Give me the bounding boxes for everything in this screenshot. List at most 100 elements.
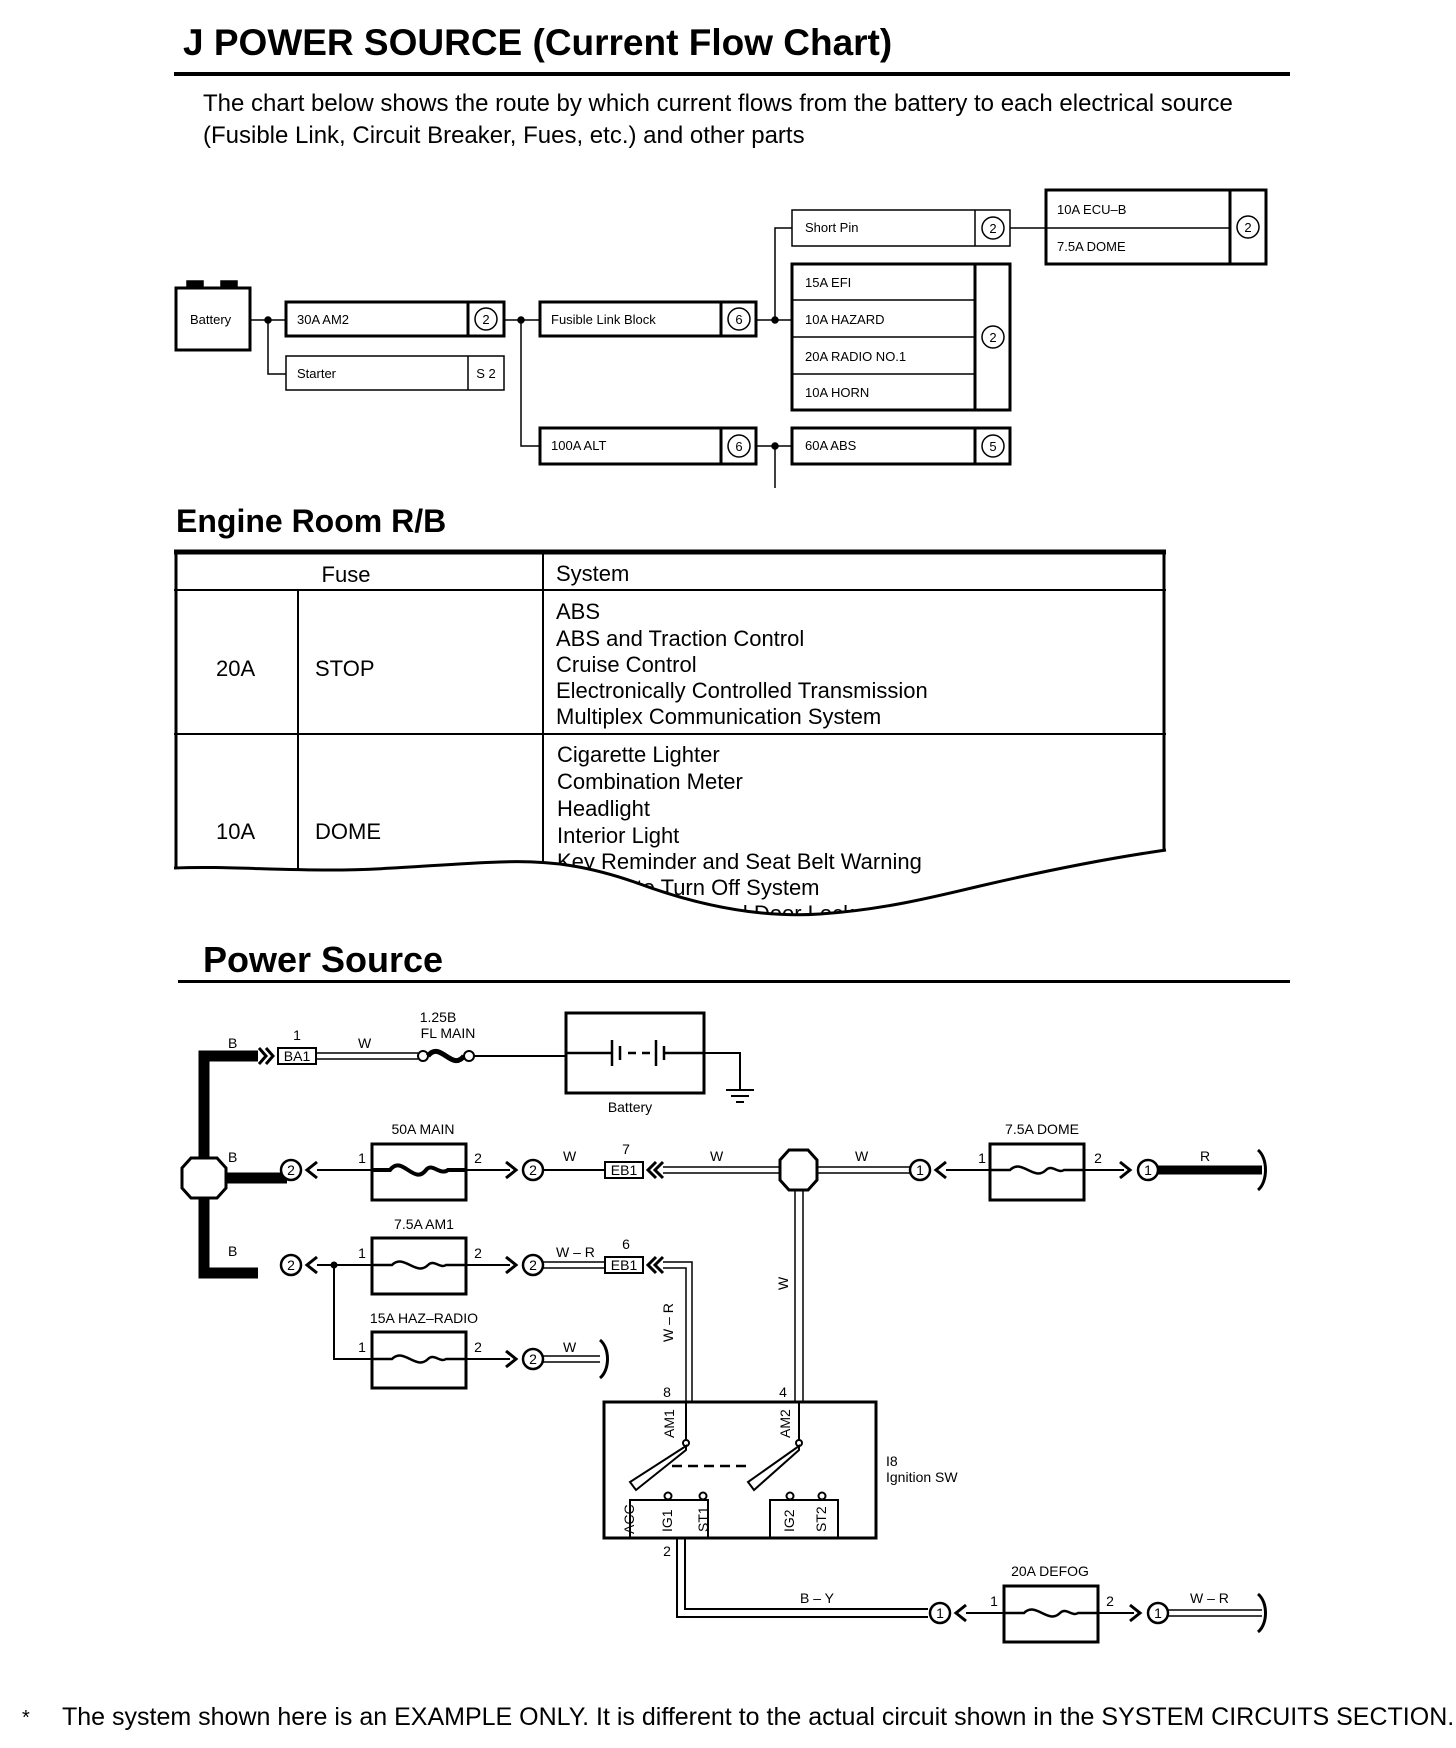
wire-w-flmain xyxy=(316,1052,418,1060)
pin-ign-2: 2 xyxy=(663,1543,671,1559)
table-header-system: System xyxy=(556,561,629,586)
num-conn-2-main-left: 2 xyxy=(287,1162,295,1178)
ecu-group-badge-circle xyxy=(1236,215,1260,239)
pin-haz-2: 2 xyxy=(474,1339,482,1355)
label-flmain: FL MAIN xyxy=(421,1025,476,1041)
pin-dome-1: 1 xyxy=(978,1150,986,1166)
label-b-top: B xyxy=(228,1035,237,1051)
fc-hazard: 10A HAZARD xyxy=(805,312,884,327)
fc-efi-group-badge: 2 xyxy=(989,330,996,345)
conn-2-haz-right xyxy=(521,1347,545,1371)
power-source-heading: Power Source xyxy=(203,939,444,980)
junction-right xyxy=(778,1148,819,1192)
fc-am2-badge: 2 xyxy=(482,312,489,327)
wire-w-haz-out xyxy=(543,1355,600,1363)
label-w-main-eb1: W xyxy=(563,1148,577,1164)
row2-name: DOME xyxy=(315,819,381,844)
label-20a-defog: 20A DEFOG xyxy=(1011,1563,1089,1579)
flmain-pin-right xyxy=(463,1050,475,1062)
fc-abs-badge: 5 xyxy=(989,439,996,454)
efi-group-badge-circle xyxy=(981,325,1005,349)
conn-arrow-main-left xyxy=(304,1160,318,1180)
row1-name: STOP xyxy=(315,656,375,681)
label-w-eb1-junction: W xyxy=(710,1148,724,1164)
contact-st2 xyxy=(817,1491,827,1501)
wire-w-eb1-junction xyxy=(663,1166,780,1174)
row2-system-4: Interior Light xyxy=(557,823,679,848)
ba1-connector xyxy=(277,1047,317,1065)
ba1-arrow xyxy=(257,1047,275,1065)
conn-arrow-am1-right xyxy=(505,1255,519,1275)
label-wr-defog-out: W – R xyxy=(1190,1590,1229,1606)
ecu-group-box xyxy=(1044,188,1268,266)
intro-line-1: The chart below shows the route by which… xyxy=(203,90,1233,117)
row1-system-3: Cruise Control xyxy=(556,652,697,677)
row1-system-4: Electronically Controlled Transmission xyxy=(556,678,928,703)
contact-st1 xyxy=(698,1491,708,1501)
footnote-star: * xyxy=(22,1707,30,1729)
shortpin-badge-circle xyxy=(981,216,1005,240)
pin-ign-4: 4 xyxy=(779,1384,787,1400)
row1-amp: 20A xyxy=(216,656,255,681)
label-7-5a-dome: 7.5A DOME xyxy=(1005,1121,1079,1137)
wire-break-dome xyxy=(1256,1148,1267,1192)
wire-break-defog xyxy=(1256,1592,1267,1634)
fc-starter-label: Starter xyxy=(297,366,337,381)
table-torn-edge xyxy=(173,848,1167,917)
num-conn-2-main-right: 2 xyxy=(529,1162,537,1178)
junction-left xyxy=(180,1156,228,1200)
pin-am1-1: 1 xyxy=(358,1245,366,1261)
fc-horn: 10A HORN xyxy=(805,385,869,400)
fuse-15a-haz-radio-element xyxy=(372,1354,466,1364)
ignition-switch-box xyxy=(602,1400,878,1540)
fc-abs-label: 60A ABS xyxy=(805,438,857,453)
num-conn-1-defog-right: 1 xyxy=(1154,1605,1162,1621)
pin-eb1-6: 6 xyxy=(622,1236,630,1252)
conn-arrow-haz-right xyxy=(505,1349,519,1369)
fc-dome: 7.5A DOME xyxy=(1057,239,1126,254)
sw-label-acc: ACC xyxy=(621,1504,637,1534)
fuse-7-5a-dome-element xyxy=(990,1165,1084,1175)
flb-box xyxy=(538,300,758,338)
title-rule xyxy=(174,72,1290,76)
label-7-5a-am1: 7.5A AM1 xyxy=(394,1216,454,1232)
fc-battery-label: Battery xyxy=(190,312,232,327)
fc-efi: 15A EFI xyxy=(805,275,851,290)
label-wr-vertical: W – R xyxy=(660,1303,676,1342)
abs-badge-circle xyxy=(981,434,1005,458)
conn-1-defog-left xyxy=(928,1601,952,1625)
battery-ground-wire xyxy=(704,1052,741,1090)
row1-system-1: ABS xyxy=(556,599,600,624)
conn-arrow-defog-right xyxy=(1129,1603,1143,1623)
num-conn-1-dome-left: 1 xyxy=(916,1162,924,1178)
fuse-50a-main-element xyxy=(372,1163,466,1177)
pin-main-1: 1 xyxy=(358,1150,366,1166)
fc-shortpin-label: Short Pin xyxy=(805,220,858,235)
fc-alt-label: 100A ALT xyxy=(551,438,606,453)
label-eb1-6: EB1 xyxy=(611,1257,638,1273)
current-flow-chart: Battery 30A AM2 2 Starter S 2 Fusible Li… xyxy=(174,188,1268,488)
fuse-7-5a-dome-box xyxy=(988,1142,1086,1202)
conn-arrow-main-right xyxy=(505,1160,519,1180)
label-15a-haz-radio: 15A HAZ–RADIO xyxy=(370,1310,478,1326)
alt-badge-circle xyxy=(727,434,751,458)
battery-box xyxy=(174,286,252,352)
wire-by-defog xyxy=(676,1538,928,1618)
label-by-defog: B – Y xyxy=(800,1590,835,1606)
engine-room-heading: Engine Room R/B xyxy=(176,503,447,539)
label-w-haz: W xyxy=(563,1339,577,1355)
footnote-text: The system shown here is an EXAMPLE ONLY… xyxy=(62,1703,1455,1731)
battery-cells xyxy=(566,1040,704,1066)
label-battery: Battery xyxy=(608,1099,652,1115)
abs-box xyxy=(790,426,1012,466)
conn-2-am1-right xyxy=(521,1253,545,1277)
row2-system-5: Key Reminder and Seat Belt Warning xyxy=(557,849,922,874)
num-conn-2-haz-right: 2 xyxy=(529,1351,537,1367)
pin-am1-2: 2 xyxy=(474,1245,482,1261)
switch-am1-lever xyxy=(628,1444,687,1492)
conn-arrow-am1-left xyxy=(304,1255,318,1275)
page-title: J POWER SOURCE (Current Flow Chart) xyxy=(183,22,893,63)
table-header-fuse: Fuse xyxy=(322,562,371,587)
label-eb1-7: EB1 xyxy=(611,1162,638,1178)
row1-system-2: ABS and Traction Control xyxy=(556,626,804,651)
